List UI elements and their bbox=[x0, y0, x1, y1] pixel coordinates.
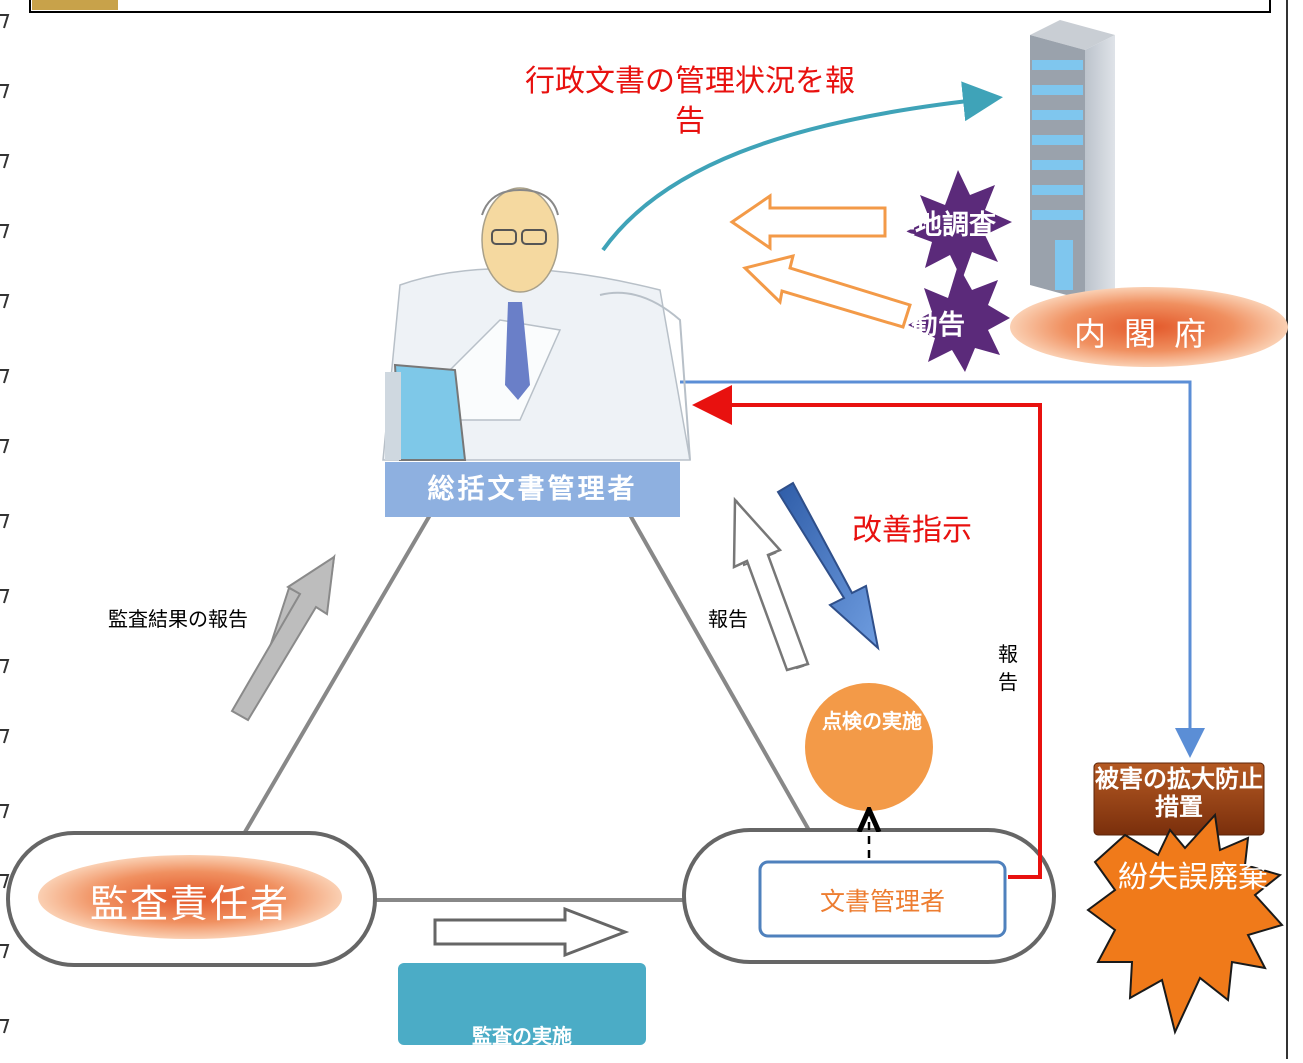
recommendation-arrow bbox=[742, 253, 912, 329]
recommendation-burst bbox=[908, 265, 1010, 372]
recommendation-label: 勧告 bbox=[911, 310, 965, 341]
office-building-icon bbox=[1030, 20, 1115, 300]
field-survey-arrow bbox=[729, 193, 887, 251]
report-mid-label: 報告 bbox=[708, 607, 748, 631]
audit-execution-box bbox=[398, 963, 646, 1045]
audit-officer-node bbox=[6, 831, 377, 967]
inspection-circle bbox=[805, 683, 933, 811]
damage-prevention-box bbox=[1093, 762, 1265, 836]
field-survey-label: 実地調査 bbox=[888, 210, 996, 241]
general-manager-bar bbox=[385, 462, 680, 517]
report-status-label: 行政文書の管理状況を報告 bbox=[525, 64, 855, 139]
cabinet-office-label: 内閣府 bbox=[1073, 315, 1224, 353]
field-survey-burst bbox=[905, 170, 1012, 280]
audit-flow-arrow bbox=[433, 906, 630, 958]
document-manager-label: 文書管理者 bbox=[819, 887, 945, 916]
triangle-lines bbox=[243, 513, 812, 902]
binder-hooks bbox=[0, 14, 10, 1034]
report-right-label: 報告 bbox=[998, 642, 1018, 694]
damage-prevention-label: 被害の拡大防止措置 bbox=[1095, 765, 1263, 821]
improvement-arrow bbox=[776, 481, 880, 651]
red-report-line bbox=[692, 385, 1042, 879]
improvement-label: 改善指示 bbox=[852, 513, 972, 548]
loss-disposal-label: 紛失誤廃棄 bbox=[1118, 860, 1268, 895]
cabinet-office-oval bbox=[1010, 287, 1288, 367]
header-bar bbox=[29, 0, 1271, 13]
inspection-label: 点検の実施 bbox=[822, 709, 922, 733]
audit-execution-label: 監査の実施 bbox=[472, 1024, 572, 1048]
document-manager-node bbox=[682, 828, 1056, 964]
teal-report-arrow bbox=[601, 81, 1003, 252]
audit-officer-label: 監査責任者 bbox=[89, 882, 290, 926]
manager-at-desk-icon bbox=[382, 187, 691, 461]
audit-result-label: 監査結果の報告 bbox=[108, 607, 248, 631]
blue-damage-line bbox=[680, 380, 1205, 758]
general-manager-label: 総括文書管理者 bbox=[427, 474, 638, 505]
loss-burst bbox=[1086, 812, 1284, 1035]
